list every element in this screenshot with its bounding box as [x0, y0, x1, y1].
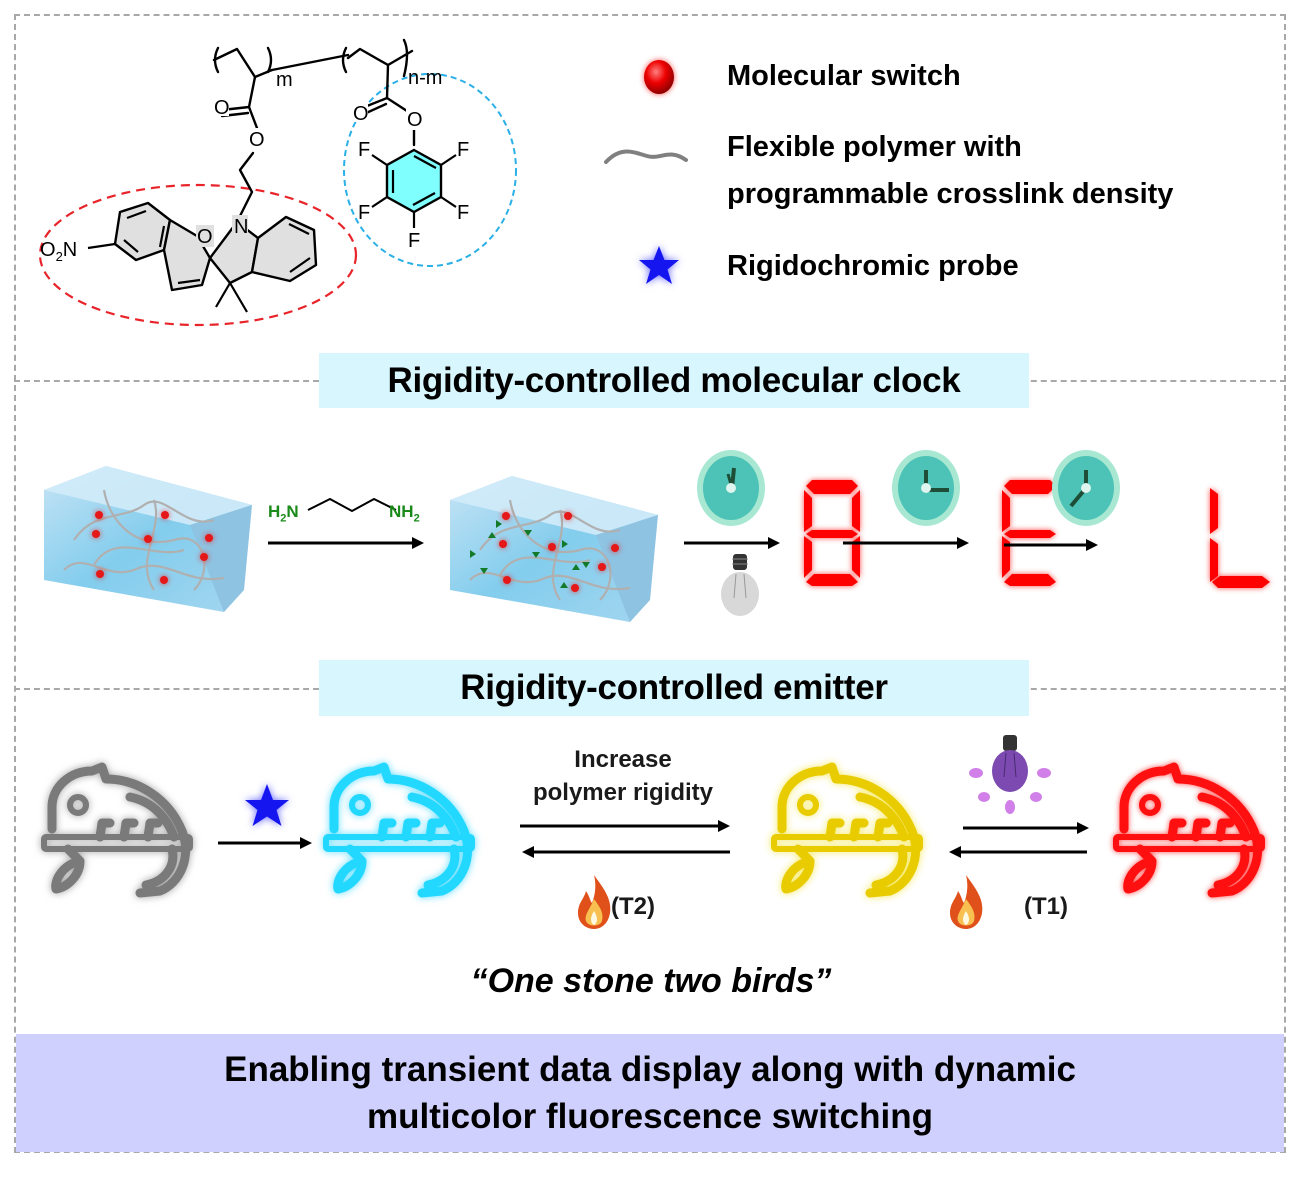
conclusion-line1: Enabling transient data display along wi…	[224, 1050, 1076, 1089]
flame-heat-icon	[578, 875, 611, 929]
propane-diamine-skeleton	[307, 497, 397, 513]
pentafluorophenyl-highlight-ellipse	[343, 73, 517, 267]
seven-segment-digit-8	[804, 480, 860, 586]
legend-label-molecular-switch: Molecular switch	[727, 60, 961, 92]
atom-label-fluorine: F	[457, 139, 469, 161]
condition-increase-rigidity: Increase polymer rigidity	[500, 743, 746, 809]
probe-addition-arrow	[218, 837, 312, 849]
uv-light-bulb-icon	[969, 735, 1051, 814]
atom-label-oxygen: O	[249, 129, 265, 151]
reversible-equilibrium-arrows	[520, 820, 730, 858]
photo-thermal-equilibrium-arrows	[949, 822, 1089, 858]
atom-label-oxygen: O	[353, 103, 369, 125]
polymer-hydrogel-block-uncrosslinked	[44, 466, 252, 612]
crosslinker-left-amine: H2N	[268, 502, 299, 525]
atom-label-nitrogen: N	[234, 216, 248, 238]
atom-label-fluorine: F	[358, 202, 370, 224]
clock-icon	[1052, 450, 1120, 526]
section-title-emitter: Rigidity-controlled emitter	[319, 660, 1029, 716]
legend-label-flexible-polymer-line2: programmable crosslink density	[727, 178, 1174, 210]
crosslinker-right-amine: NH2	[389, 502, 420, 525]
heat-label-T2: (T2)	[611, 893, 655, 920]
nitro-group-label: O2N	[40, 239, 77, 264]
repeat-unit-subscript-n-m: n-m	[408, 67, 442, 89]
atom-label-oxygen: O	[197, 226, 213, 248]
condition-line1: Increase	[574, 746, 672, 773]
timed-reaction-arrow	[684, 537, 780, 549]
wavy-polymer-icon	[603, 140, 689, 170]
red-sphere-icon	[640, 58, 678, 96]
light-bulb-off-icon	[721, 554, 759, 616]
legend-label-flexible-polymer-line1: Flexible polymer with	[727, 131, 1022, 163]
blue-star-icon	[636, 243, 682, 289]
polymer-chemical-structure: O O O O O N O2N F F F F F m n-m	[38, 38, 517, 327]
timed-reaction-arrow	[1004, 539, 1098, 551]
timed-reaction-arrow	[843, 537, 969, 549]
clock-icon	[697, 450, 765, 526]
flame-heat-icon	[950, 875, 983, 929]
legend-label-rigidochromic-probe: Rigidochromic probe	[727, 250, 1019, 282]
section-title-molecular-clock: Rigidity-controlled molecular clock	[319, 353, 1029, 408]
chameleon-red-icon	[1112, 757, 1272, 902]
atom-label-oxygen: O	[214, 97, 230, 119]
chameleon-cyan-icon	[322, 757, 482, 902]
slogan-text: “One stone two birds”	[470, 962, 832, 1000]
condition-line2: polymer rigidity	[532, 779, 714, 806]
chameleon-yellow-icon	[770, 757, 930, 902]
atom-label-fluorine: F	[358, 139, 370, 161]
crosslink-reaction-arrow	[268, 537, 424, 549]
blue-star-icon	[245, 784, 289, 826]
heat-label-T1: (T1)	[1024, 893, 1068, 920]
outer-dashed-frame	[14, 14, 1286, 1153]
conclusion-line2: multicolor fluorescence switching	[367, 1097, 933, 1136]
clock-icon	[892, 450, 960, 526]
atom-label-oxygen: O	[407, 109, 423, 131]
polymer-hydrogel-block-crosslinked	[450, 476, 658, 622]
repeat-unit-subscript-m: m	[276, 69, 293, 91]
pentafluorophenyl-ring	[385, 148, 443, 214]
conclusion-banner: Enabling transient data display along wi…	[16, 1034, 1284, 1152]
atom-label-fluorine: F	[457, 202, 469, 224]
spiropyran-highlight-ellipse	[38, 183, 358, 327]
indoline-benzene-ring	[250, 215, 318, 283]
atom-label-fluorine: F	[408, 230, 420, 252]
seven-segment-letter-L	[1210, 488, 1270, 588]
chameleon-gray-icon	[40, 757, 200, 902]
